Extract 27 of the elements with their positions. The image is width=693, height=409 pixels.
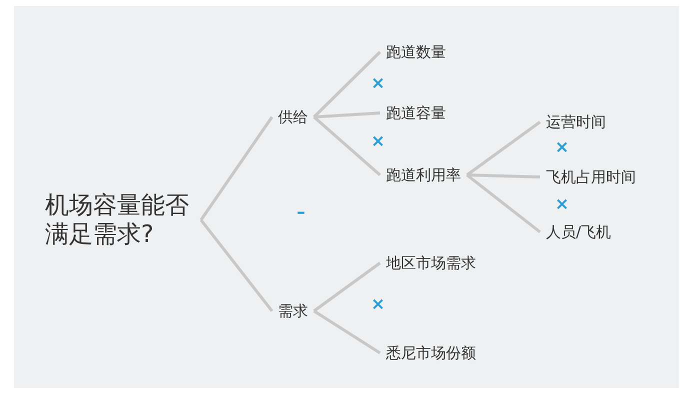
branch-text: 需求 — [278, 302, 308, 320]
connector-line — [466, 174, 540, 178]
branch-text: 跑道数量 — [386, 43, 446, 61]
branch-text: 供给 — [278, 108, 308, 126]
operator-sign: × — [370, 134, 386, 150]
branch-text: 地区市场需求 — [386, 254, 476, 272]
operator-sign: × — [370, 296, 386, 314]
branch-text: 跑道利用率 — [386, 166, 461, 184]
question-text: 机场容量能否满足需求? — [45, 191, 195, 249]
operator-sign: – — [296, 204, 306, 222]
branch-text: 飞机占用时间 — [546, 168, 636, 186]
branch-text: 悉尼市场份额 — [386, 344, 476, 362]
connector-line — [466, 174, 541, 234]
branch-text: 运营时间 — [546, 113, 606, 131]
connector-line — [200, 219, 274, 312]
operator-sign: × — [554, 196, 570, 214]
branch-text: 人员/飞机 — [546, 223, 612, 241]
connector-line — [313, 116, 381, 176]
connector-line — [200, 116, 274, 221]
branch-text: 跑道容量 — [386, 104, 446, 122]
connector-line — [313, 262, 381, 312]
connector-line — [314, 112, 380, 118]
connector-line — [312, 50, 382, 118]
operator-sign: × — [554, 140, 570, 156]
operator-sign: × — [370, 76, 386, 92]
connector-line — [313, 310, 381, 354]
connector-line — [466, 120, 541, 176]
